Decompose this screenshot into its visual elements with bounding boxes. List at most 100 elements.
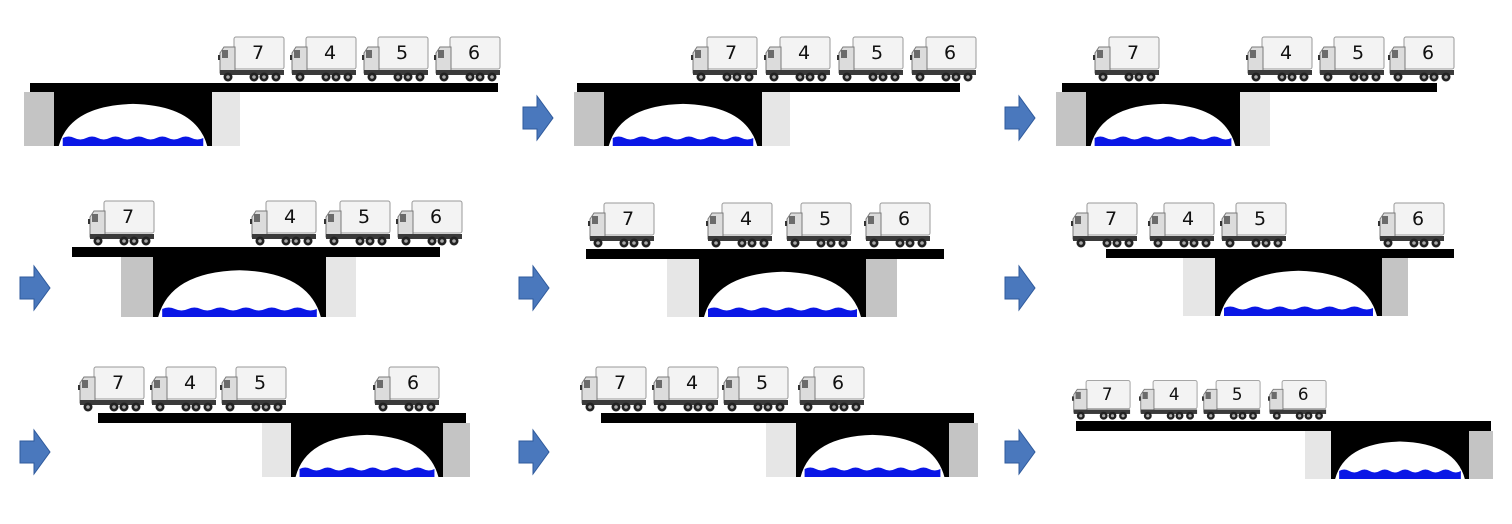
truck-mirror — [1388, 55, 1390, 60]
truck-icon: 6 — [373, 366, 440, 412]
truck-mirror — [910, 55, 912, 60]
truck-mirror — [1246, 55, 1248, 60]
truck-hub — [490, 75, 494, 79]
truck-window — [1224, 216, 1230, 224]
truck-hub — [358, 239, 362, 243]
truck-window — [841, 50, 847, 58]
truck-chassis — [364, 70, 428, 75]
truck-hub — [1412, 241, 1416, 245]
truck-hub — [184, 405, 188, 409]
truck-chassis — [90, 234, 154, 239]
truck-hub — [1182, 241, 1186, 245]
truck-hub — [696, 405, 700, 409]
bridge-deck — [577, 83, 960, 92]
truck-window — [1271, 391, 1277, 399]
truck-window — [695, 50, 701, 58]
truck-hub — [1251, 414, 1255, 418]
truck-hub — [893, 75, 897, 79]
truck-number: 5 — [358, 206, 370, 228]
truck-number: 7 — [1105, 208, 1117, 230]
truck-hub — [798, 75, 802, 79]
truck-window — [710, 216, 716, 224]
truck-window — [438, 50, 444, 58]
truck-hub — [920, 241, 924, 245]
river-water — [299, 467, 435, 477]
truck-hub — [820, 75, 824, 79]
truck-number: 5 — [1232, 384, 1243, 404]
bridge-deck — [1106, 249, 1454, 258]
truck-chassis — [220, 70, 284, 75]
truck-hub — [418, 75, 422, 79]
truck-hub — [1240, 414, 1245, 418]
river-water — [62, 136, 204, 146]
truck-window — [1250, 50, 1256, 58]
truck-hub — [614, 405, 618, 409]
truck-icon: 7 — [88, 200, 155, 246]
truck-hub — [122, 405, 126, 409]
truck-hub — [622, 241, 626, 245]
bridge-deck — [72, 247, 440, 257]
truck-hub — [762, 241, 766, 245]
truck-chassis — [1248, 70, 1312, 75]
pier-left — [24, 92, 54, 146]
truck-number: 7 — [252, 42, 264, 64]
truck-chassis — [1073, 409, 1131, 414]
bridge-deck — [586, 249, 944, 259]
truck-mirror — [1072, 396, 1074, 401]
truck-hub — [226, 75, 230, 79]
truck-window — [768, 50, 774, 58]
truck-hub — [1115, 241, 1119, 245]
bridge-arch-opening — [1220, 270, 1377, 316]
truck-window — [328, 214, 334, 222]
truck-hub — [1079, 414, 1083, 418]
truck-window — [1075, 391, 1081, 399]
bridge-deck — [30, 83, 498, 92]
truck-hub — [274, 75, 278, 79]
truck-hub — [1079, 241, 1083, 245]
truck-hub — [1280, 75, 1284, 79]
truck-hub — [332, 239, 336, 243]
truck-number: 7 — [725, 42, 737, 64]
truck-hub — [966, 75, 970, 79]
truck-hub — [429, 405, 433, 409]
truck-hub — [954, 75, 958, 79]
truck-hub — [1422, 241, 1426, 245]
truck-hub — [841, 241, 845, 245]
truck-hub — [793, 241, 797, 245]
truck-hub — [284, 239, 288, 243]
pier-left — [574, 92, 604, 146]
truck-chassis — [398, 234, 462, 239]
truck-hub — [1264, 241, 1268, 245]
truck-mirror — [1268, 396, 1270, 401]
bridge-arch-opening — [704, 271, 861, 317]
truck-hub — [1127, 75, 1131, 79]
truck-hub — [254, 405, 258, 409]
truck-window — [222, 50, 228, 58]
truck-icon: 6 — [396, 200, 463, 246]
pier-left — [1183, 258, 1215, 316]
truck-hub — [1374, 75, 1378, 79]
truck-hub — [1422, 75, 1426, 79]
truck-icon: 4 — [1148, 202, 1215, 248]
pier-left — [121, 257, 153, 317]
river-water — [612, 136, 754, 146]
truck-mirror — [88, 219, 90, 224]
truck-number: 7 — [1127, 42, 1139, 64]
truck-hub — [228, 405, 232, 409]
truck-window — [224, 380, 230, 388]
truck-hub — [1275, 414, 1279, 418]
truck-window — [914, 50, 920, 58]
truck-window — [789, 216, 795, 224]
truck-mirror — [290, 55, 292, 60]
truck-window — [726, 380, 732, 388]
truck-icon: 4 — [706, 202, 773, 248]
truck-hub — [122, 239, 126, 243]
truck-icon: 5 — [324, 200, 391, 246]
truck-chassis — [654, 400, 718, 405]
truck-icon: 5 — [362, 36, 429, 82]
truck-hub — [808, 75, 812, 79]
truck-hub — [660, 405, 664, 409]
truck-number: 6 — [430, 206, 442, 228]
